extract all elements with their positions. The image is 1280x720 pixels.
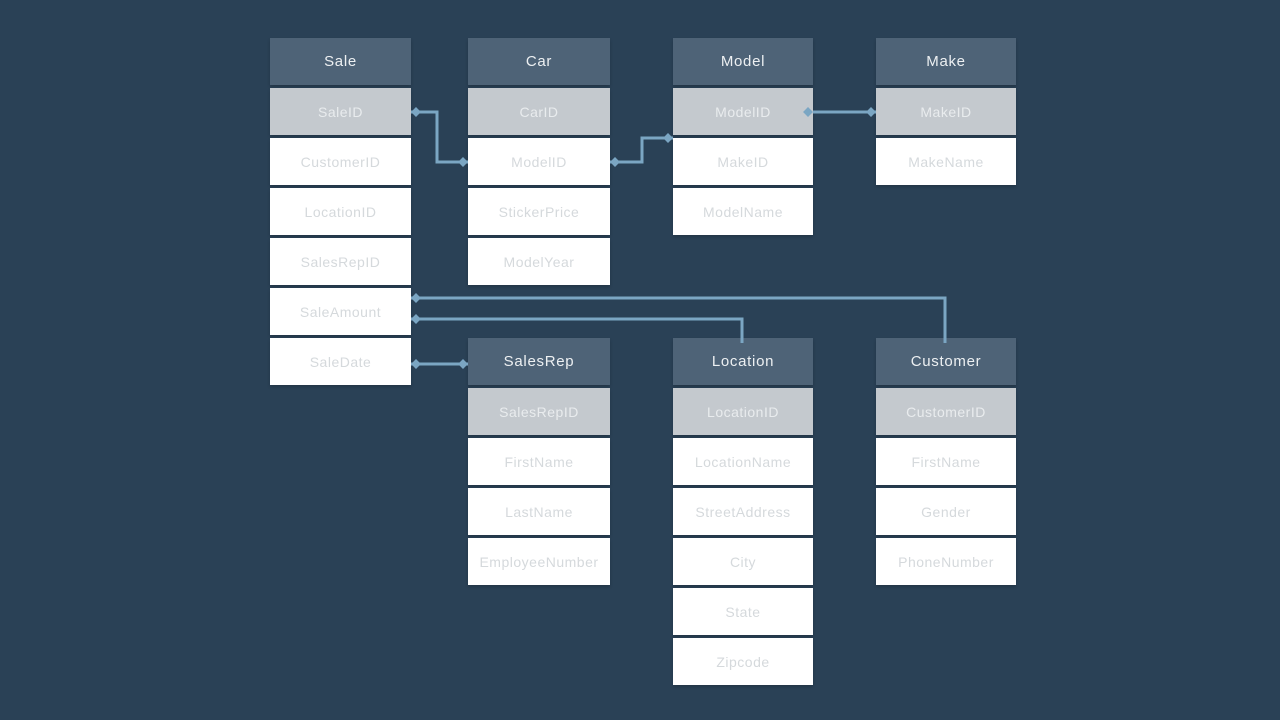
field-row-locationid: LocationID bbox=[270, 188, 411, 235]
key-field-row-makeid: MakeID bbox=[876, 88, 1016, 135]
field-row-modelyear: ModelYear bbox=[468, 238, 610, 285]
table-title-make: Make bbox=[876, 38, 1016, 85]
connector-endpoint bbox=[411, 293, 421, 303]
field-row-city: City bbox=[673, 538, 813, 585]
connector-sale-customer bbox=[411, 293, 947, 343]
field-row-locationname: LocationName bbox=[673, 438, 813, 485]
key-field-row-salesrepid: SalesRepID bbox=[468, 388, 610, 435]
connector-endpoint bbox=[411, 107, 421, 117]
table-title-car: Car bbox=[468, 38, 610, 85]
table-title-location: Location bbox=[673, 338, 813, 385]
table-title-sale: Sale bbox=[270, 38, 411, 85]
field-row-makename: MakeName bbox=[876, 138, 1016, 185]
field-row-phonenumber: PhoneNumber bbox=[876, 538, 1016, 585]
field-row-lastname: LastName bbox=[468, 488, 610, 535]
connector-endpoint bbox=[663, 133, 673, 143]
field-row-streetaddress: StreetAddress bbox=[673, 488, 813, 535]
connector-endpoint bbox=[411, 359, 421, 369]
field-row-firstname: FirstName bbox=[468, 438, 610, 485]
field-row-modelname: ModelName bbox=[673, 188, 813, 235]
key-field-row-customerid: CustomerID bbox=[876, 388, 1016, 435]
connector-sale-salesrep bbox=[411, 359, 468, 369]
key-field-row-modelid: ModelID bbox=[673, 88, 813, 135]
table-title-model: Model bbox=[673, 38, 813, 85]
field-row-salesrepid: SalesRepID bbox=[270, 238, 411, 285]
field-row-firstname: FirstName bbox=[876, 438, 1016, 485]
connector-endpoint bbox=[411, 314, 421, 324]
key-field-row-locationid: LocationID bbox=[673, 388, 813, 435]
field-row-modelid: ModelID bbox=[468, 138, 610, 185]
field-row-customerid: CustomerID bbox=[270, 138, 411, 185]
connector-model-make bbox=[803, 107, 876, 117]
connector-endpoint bbox=[458, 157, 468, 167]
field-row-zipcode: Zipcode bbox=[673, 638, 813, 685]
field-row-saledate: SaleDate bbox=[270, 338, 411, 385]
field-row-employeenumber: EmployeeNumber bbox=[468, 538, 610, 585]
field-row-makeid: MakeID bbox=[673, 138, 813, 185]
connector-endpoint bbox=[610, 157, 620, 167]
table-title-customer: Customer bbox=[876, 338, 1016, 385]
key-field-row-saleid: SaleID bbox=[270, 88, 411, 135]
connector-sale-car bbox=[411, 107, 468, 167]
field-row-gender: Gender bbox=[876, 488, 1016, 535]
connector-endpoint bbox=[458, 359, 468, 369]
connector-car-model bbox=[610, 133, 673, 167]
field-row-saleamount: SaleAmount bbox=[270, 288, 411, 335]
connector-endpoint bbox=[866, 107, 876, 117]
field-row-state: State bbox=[673, 588, 813, 635]
table-title-salesrep: SalesRep bbox=[468, 338, 610, 385]
field-row-stickerprice: StickerPrice bbox=[468, 188, 610, 235]
key-field-row-carid: CarID bbox=[468, 88, 610, 135]
